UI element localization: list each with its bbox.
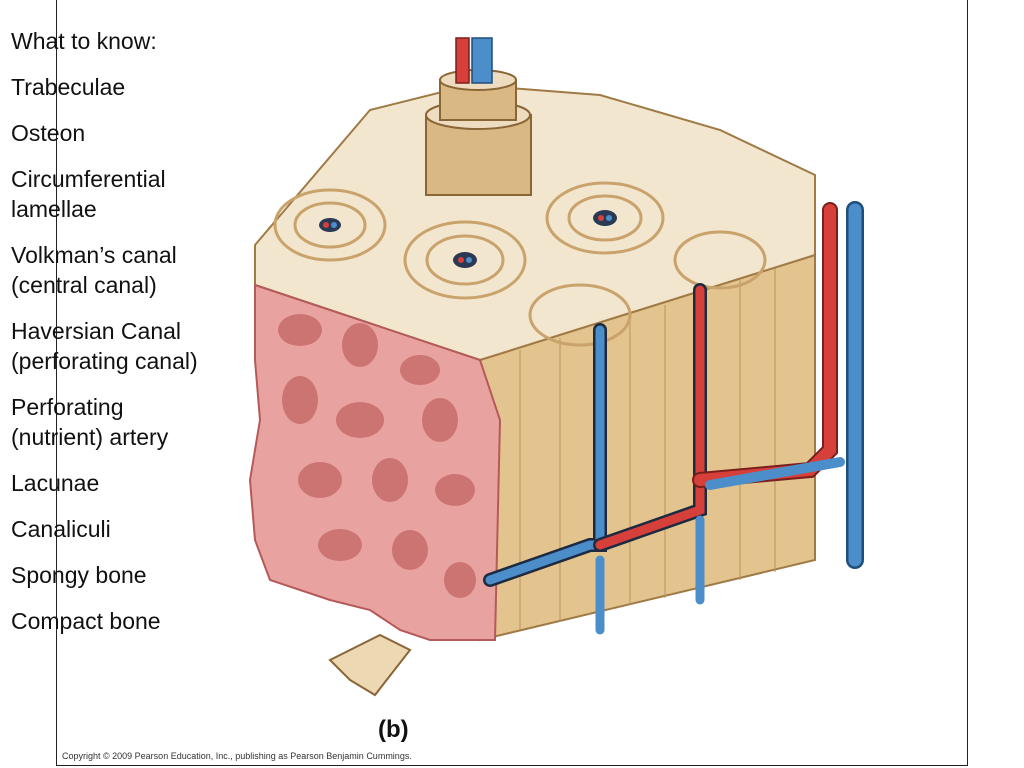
trabecula-stub [328, 633, 412, 697]
note-item-lacunae: Lacunae [11, 470, 100, 496]
osteons [273, 181, 767, 347]
telescoped-osteon [425, 37, 532, 196]
longitudinal-lamellae [519, 268, 776, 630]
perforating-vessels [483, 201, 864, 635]
central-canals [319, 210, 617, 268]
note-item-osteon: Osteon [11, 120, 86, 146]
note-item-canaliculi: Canaliculi [11, 516, 111, 542]
note-item-compact-bone: Compact bone [11, 608, 161, 634]
note-item-spongy-bone: Spongy bone [11, 562, 147, 588]
slide-frame [56, 0, 968, 766]
panel-label: (b) [378, 716, 409, 743]
note-item-haversian-canal: Haversian Canal (perforating canal) [11, 318, 198, 374]
spongy-bone [248, 283, 502, 641]
notes-heading: What to know: [11, 28, 157, 54]
learning-objectives-list: What to know: Trabeculae Osteon Circumfe… [11, 26, 241, 652]
note-item-trabeculae: Trabeculae [11, 74, 126, 100]
note-item-perforating-artery: Perforating (nutrient) artery [11, 394, 169, 450]
note-item-circumferential-lamellae: Circumferential lamellae [11, 166, 166, 222]
copyright-notice: Copyright © 2009 Pearson Education, Inc.… [62, 751, 412, 761]
note-item-volkmans-canal: Volkman’s canal (central canal) [11, 242, 177, 298]
